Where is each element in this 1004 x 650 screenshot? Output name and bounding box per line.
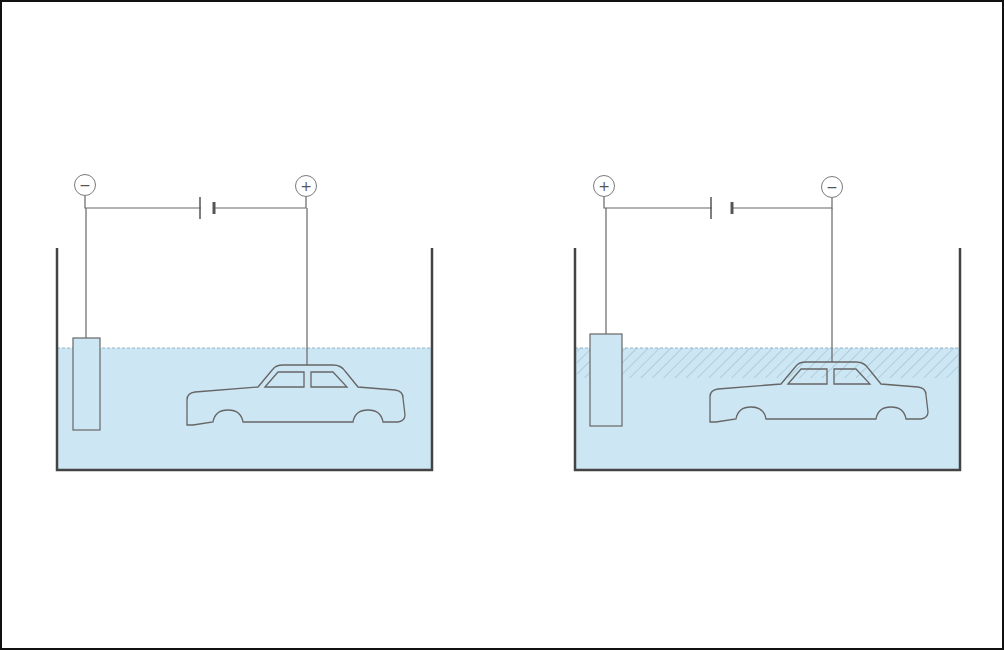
tank-wall — [57, 248, 432, 470]
wire — [85, 208, 86, 338]
electrode — [73, 338, 100, 430]
car-body — [710, 362, 928, 422]
polarity-sign: − — [826, 180, 838, 194]
polarity-sign: + — [300, 179, 312, 193]
liquid-surface — [575, 348, 960, 349]
polarity-circle: + — [593, 175, 615, 197]
tank-wall — [575, 248, 960, 470]
electrode — [590, 334, 622, 426]
polarity-circle: − — [821, 176, 843, 198]
bath-liquid — [575, 348, 960, 470]
wire — [831, 208, 832, 362]
liquid-surface — [57, 348, 432, 349]
polarity-sign: − — [79, 178, 91, 192]
car-body — [187, 365, 405, 425]
polarity-circle: − — [74, 174, 96, 196]
polarity-circle: + — [295, 175, 317, 197]
battery-symbol — [200, 197, 214, 219]
wire — [605, 208, 606, 334]
hatched-layer — [577, 348, 958, 378]
wire — [306, 208, 307, 365]
bath-liquid — [57, 348, 432, 470]
polarity-sign: + — [598, 179, 610, 193]
wire — [85, 196, 306, 208]
left-tank — [57, 208, 432, 470]
right-tank — [575, 208, 960, 470]
battery-symbol — [711, 197, 732, 219]
